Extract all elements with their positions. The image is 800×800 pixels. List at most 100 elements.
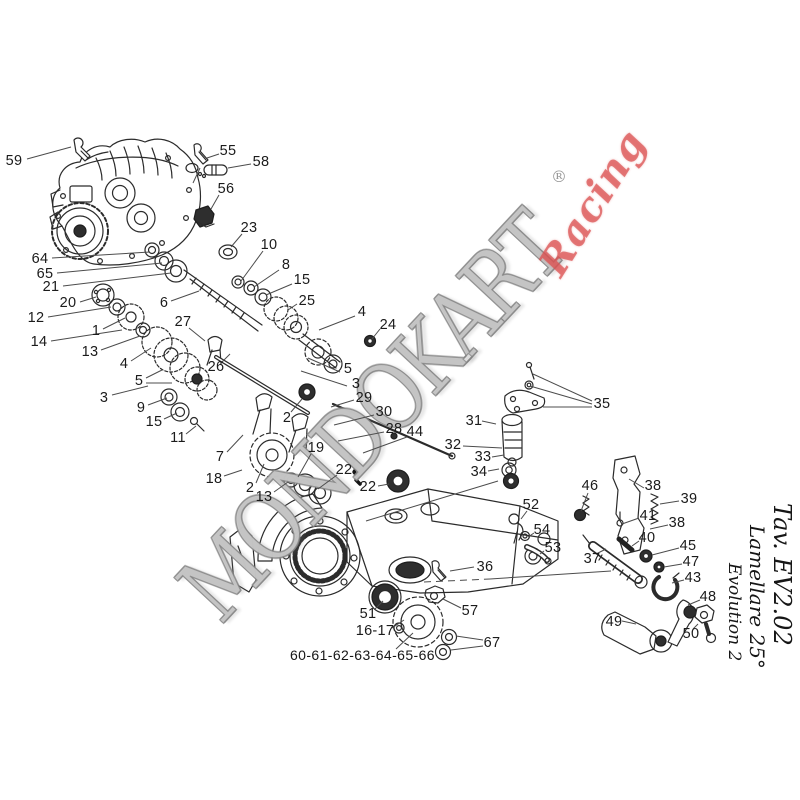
leader-line xyxy=(671,579,685,584)
part-label-38: 38 xyxy=(644,478,662,494)
leader-line xyxy=(240,250,264,282)
part-label-29: 29 xyxy=(355,390,373,406)
part-label-67: 67 xyxy=(483,635,501,651)
leader-line xyxy=(520,510,528,520)
leader-line xyxy=(221,353,231,363)
leader-line xyxy=(223,469,243,477)
part-label-4: 4 xyxy=(119,356,129,372)
lower-shaft-art xyxy=(91,283,456,505)
leader-line xyxy=(317,474,338,490)
leader-line xyxy=(255,463,265,484)
leader-line xyxy=(371,328,381,340)
leader-line xyxy=(663,563,683,568)
leader-line xyxy=(318,315,356,331)
leader-line xyxy=(26,146,72,160)
leader-line xyxy=(374,600,384,610)
part-label-2: 2 xyxy=(282,410,292,426)
part-label-35: 35 xyxy=(593,396,611,412)
leader-line xyxy=(687,599,701,606)
part-label-50: 50 xyxy=(682,626,700,642)
leader-line xyxy=(692,623,699,630)
part-label-11: 11 xyxy=(170,430,186,446)
leader-line xyxy=(580,492,589,512)
part-label-6: 6 xyxy=(159,295,169,311)
leader-line xyxy=(631,540,640,547)
leader-line xyxy=(337,431,385,442)
part-label-57: 57 xyxy=(461,603,479,619)
oil-pump-art xyxy=(501,361,546,490)
leader-line xyxy=(226,434,244,453)
part-label-28: 28 xyxy=(385,421,403,437)
leader-line xyxy=(391,619,405,629)
leader-line xyxy=(145,369,163,379)
leader-line xyxy=(365,480,499,522)
leader-line xyxy=(377,483,390,487)
part-label-59: 59 xyxy=(5,153,23,169)
part-label-53: 53 xyxy=(544,540,562,556)
part-label-55: 55 xyxy=(219,143,237,159)
part-label-23: 23 xyxy=(240,220,258,236)
leader-line xyxy=(253,269,280,288)
part-label-49: 49 xyxy=(605,614,623,630)
plate-version: Evolution 2 xyxy=(724,563,744,662)
leader-line xyxy=(47,306,112,318)
part-label-30: 30 xyxy=(375,404,393,420)
leader-line xyxy=(147,397,168,406)
shift-mechanism-art xyxy=(573,455,717,655)
leader-line xyxy=(307,357,341,373)
leader-line xyxy=(462,445,503,449)
part-label-54: 54 xyxy=(533,522,551,538)
registered-trademark-icon: ® xyxy=(551,167,567,186)
leader-line xyxy=(651,547,680,556)
part-label-25: 25 xyxy=(298,293,316,309)
part-label-65: 65 xyxy=(36,266,54,282)
part-label-56: 56 xyxy=(217,181,235,197)
part-label-8: 8 xyxy=(281,257,291,273)
part-label-52: 52 xyxy=(522,497,540,513)
part-label-37: 37 xyxy=(583,551,601,567)
part-label-22: 22 xyxy=(335,462,353,478)
part-label-13: 13 xyxy=(81,344,99,360)
leader-line xyxy=(210,194,220,210)
part-label-15: 15 xyxy=(293,272,311,288)
leader-line xyxy=(330,399,355,408)
leader-line xyxy=(102,317,126,330)
part-label-45: 45 xyxy=(679,538,697,554)
leader-line xyxy=(481,420,497,425)
part-label-32: 32 xyxy=(444,437,462,453)
part-label-5: 5 xyxy=(343,361,353,377)
part-label-4: 4 xyxy=(357,304,367,320)
upper-shaft-art xyxy=(144,242,377,374)
part-label-12: 12 xyxy=(27,310,45,326)
leader-line xyxy=(206,153,220,159)
part-label-3: 3 xyxy=(99,390,109,406)
leader-line xyxy=(163,412,178,420)
part-label-39: 39 xyxy=(680,491,698,507)
leader-line xyxy=(649,524,669,530)
leader-line xyxy=(442,598,462,609)
leader-line xyxy=(659,500,680,505)
part-label-58: 58 xyxy=(252,154,270,170)
leader-line xyxy=(62,272,172,287)
leader-line xyxy=(395,632,414,650)
leader-line xyxy=(51,251,151,259)
assembly-axis-line xyxy=(423,578,491,583)
leader-line xyxy=(130,347,152,362)
leader-line xyxy=(227,163,252,169)
mid-small-parts-art xyxy=(508,513,552,565)
leader-line xyxy=(449,566,475,572)
leader-line xyxy=(287,303,298,311)
part-label-16-17: 16-17 xyxy=(355,623,395,639)
leader-line xyxy=(527,532,535,538)
leader-line xyxy=(290,398,303,413)
leader-line xyxy=(621,517,640,525)
leader-line xyxy=(487,468,500,472)
part-label-51: 51 xyxy=(359,606,377,622)
plate-subtitle: Lamellare 25° xyxy=(745,525,769,669)
part-label-24: 24 xyxy=(379,317,397,333)
part-label-44: 44 xyxy=(406,424,424,440)
leader-line xyxy=(300,370,348,387)
